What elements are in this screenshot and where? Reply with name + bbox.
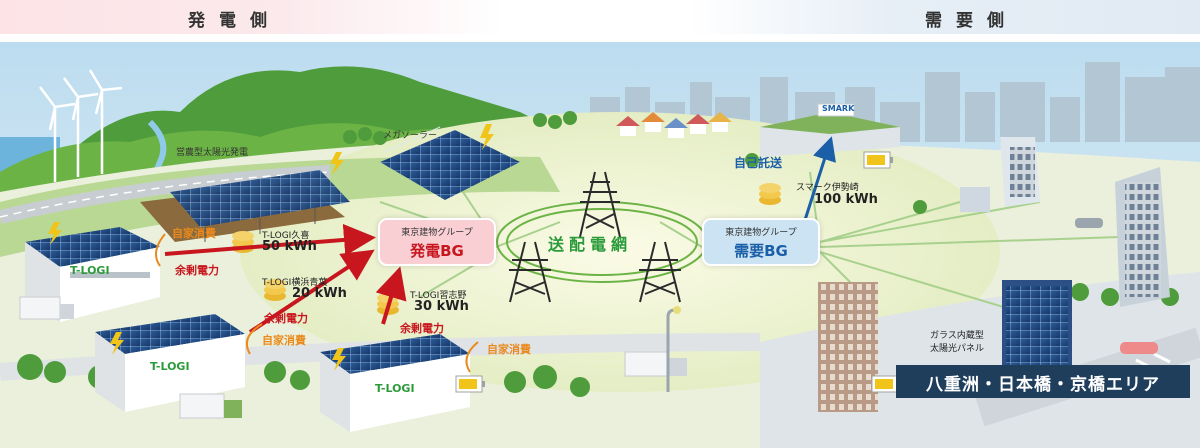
self-use-label-kuki: 自家消費	[172, 227, 216, 240]
facility-amount-kuki: 50 kWh	[262, 239, 317, 254]
facility-name-narashino: T-LOGI習志野	[410, 291, 467, 301]
facility-amount-yokohama: 20 kWh	[292, 286, 347, 301]
agri-solar-label: 営農型太陽光発電	[176, 148, 249, 158]
generation-side-label: 発電側	[188, 11, 281, 31]
self-use-label-narashino: 自家消費	[487, 343, 531, 356]
smark-store	[760, 103, 900, 157]
demand-bg-box: 東京建物グループ 需要BG	[702, 218, 820, 266]
mega-solar-label: メガソーラー	[383, 131, 438, 141]
facility-amount-narashino: 30 kWh	[414, 299, 469, 314]
energy-network-scene: 営農型太陽光発電 メガソーラー T-LOGI T-LOGI T-LOGI T-L…	[0, 42, 1200, 448]
scene-illustration	[0, 42, 1200, 448]
facility-name-yokohama: T-LOGI横浜青葉	[262, 278, 328, 288]
warehouse-yokohama	[95, 314, 245, 412]
facility-name-kuki: T-LOGI久喜	[262, 231, 310, 241]
surplus-label-kuki: 余剰電力	[175, 264, 219, 277]
facility-name-smark: スマーク伊勢崎	[796, 183, 859, 193]
self-use-label-yokohama: 自家消費	[262, 334, 306, 347]
demand-bg-name: 需要BG	[734, 242, 788, 260]
surplus-label-yokohama: 余剰電力	[264, 312, 308, 325]
pylons	[509, 171, 681, 303]
demand-side-label: 需要側	[925, 11, 1018, 31]
grid-label: 送配電網	[548, 235, 633, 254]
generation-bg-name: 発電BG	[410, 242, 464, 260]
generation-bg-caption: 東京建物グループ	[401, 228, 473, 238]
demand-bg-caption: 東京建物グループ	[725, 228, 797, 238]
generation-bg-box: 東京建物グループ 発電BG	[378, 218, 496, 266]
t-logi-badge-yokohama: T-LOGI	[150, 360, 190, 373]
t-logi-badge-narashino: T-LOGI	[375, 382, 415, 395]
glass-panel-label: ガラス内蔵型 太陽光パネル	[930, 330, 984, 356]
facility-amount-smark: 100 kWh	[814, 192, 878, 207]
demand-side-banner: 需要側	[690, 0, 1200, 34]
area-label: 八重洲・日本橋・京橋エリア	[896, 365, 1190, 398]
self-wheeling-label: 自己託送	[734, 156, 783, 170]
t-logi-badge-kuki: T-LOGI	[70, 264, 110, 277]
surplus-label-narashino: 余剰電力	[400, 322, 444, 335]
warehouse-narashino	[320, 334, 470, 432]
glass-panel-line2: 太陽光パネル	[930, 344, 985, 354]
generation-side-banner: 発電側	[0, 0, 505, 34]
smark-store-sign: SMARK	[822, 104, 855, 113]
batteries	[455, 151, 901, 393]
glass-panel-line1: ガラス内蔵型	[930, 331, 984, 341]
